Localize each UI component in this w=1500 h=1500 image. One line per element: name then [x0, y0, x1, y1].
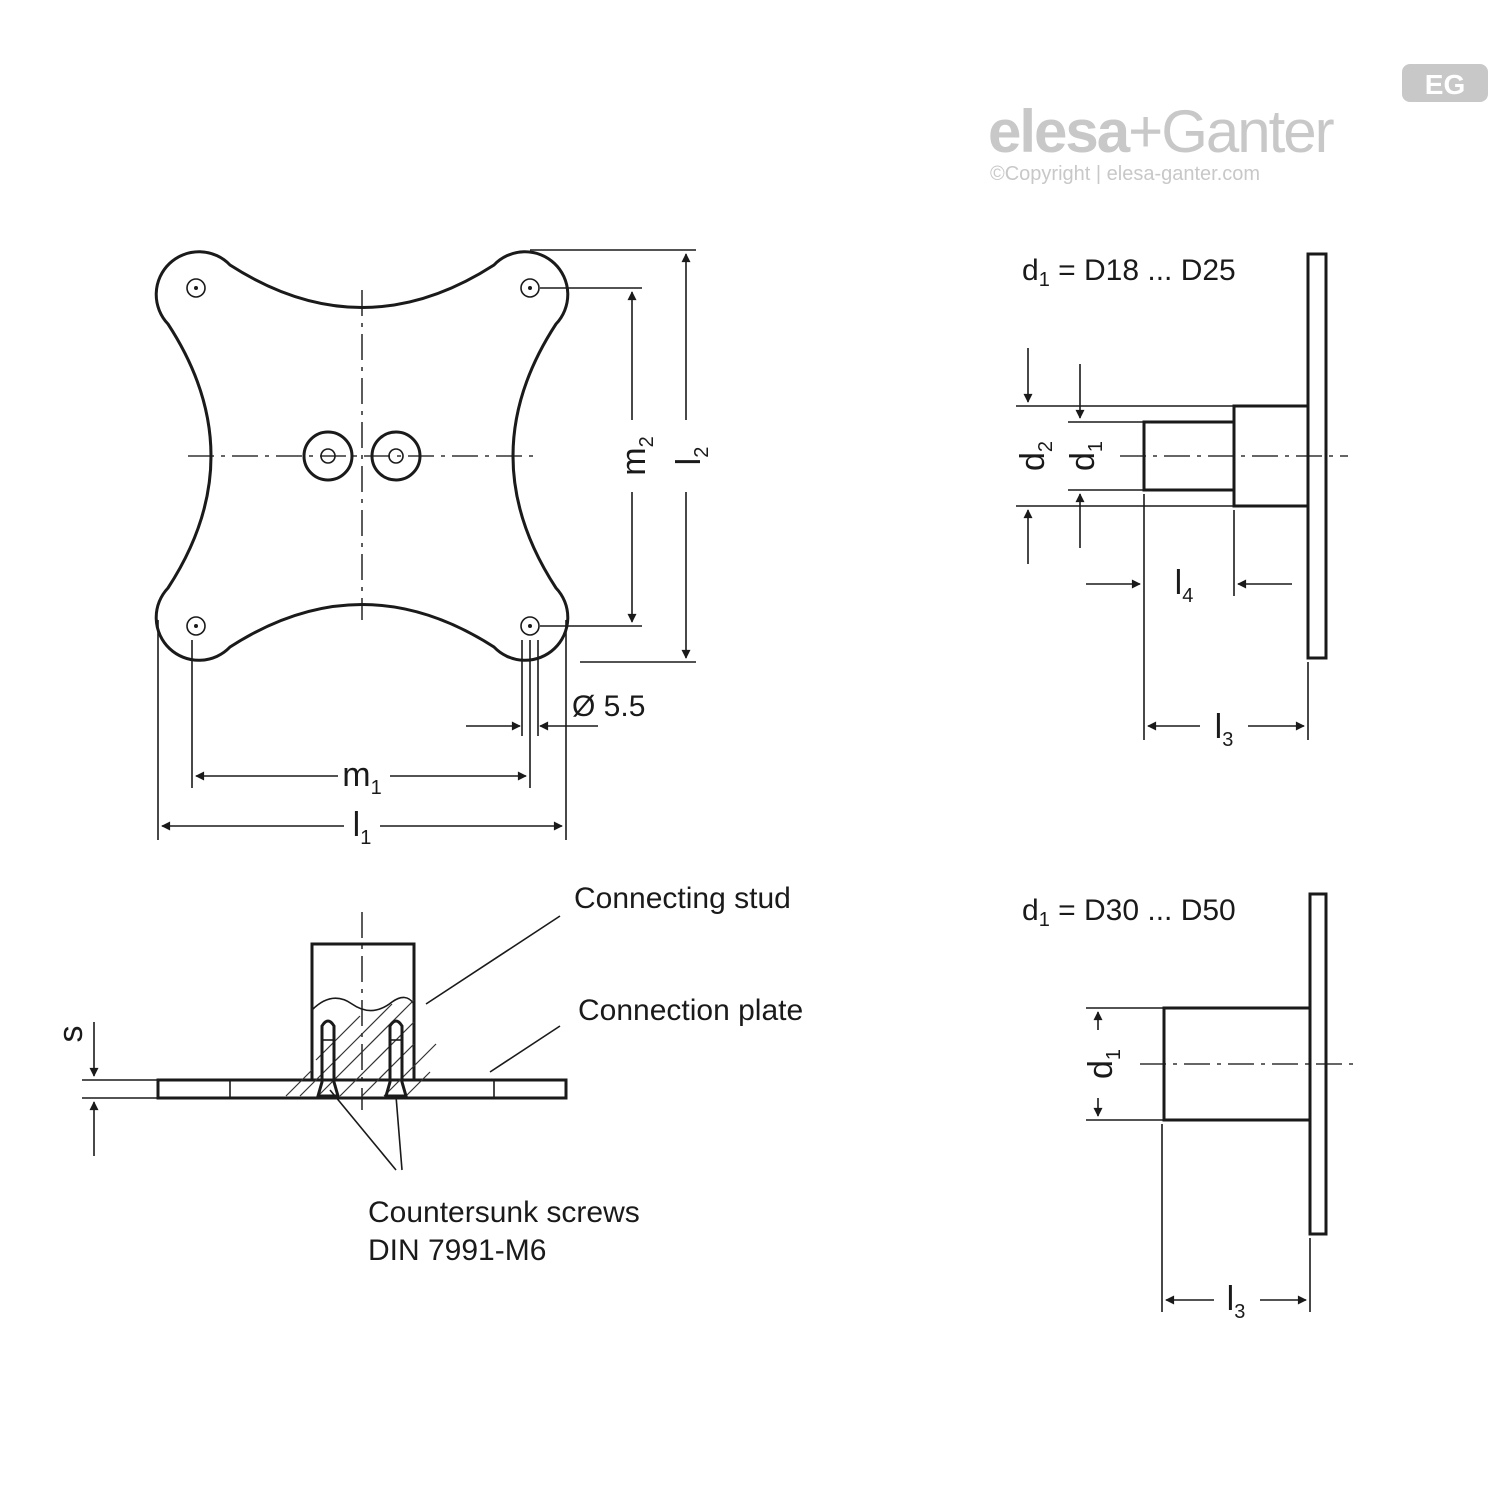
s-label: s: [52, 1026, 90, 1043]
side-view-small: d1 = D18 ... D25 d2 d1 l4 l3: [1014, 252, 1348, 751]
side-view-large: d1 = D30 ... D50 d1 l3: [1022, 892, 1354, 1323]
brand-name: elesa+Ganter: [988, 98, 1334, 165]
l3-label-small: l3: [1215, 708, 1234, 751]
center-countersunk-holes: [302, 430, 422, 482]
connection-plate: [156, 1078, 568, 1100]
connecting-stud-label: Connecting stud: [574, 882, 791, 915]
hole-diameter-label: Ø 5.5: [572, 690, 645, 723]
d1-label-small: d1: [1064, 441, 1107, 471]
countersunk-screws: [316, 1019, 408, 1098]
stud-shaft: [1142, 420, 1236, 492]
din-standard-label: DIN 7991-M6: [368, 1234, 546, 1267]
top-view: m2 l2 m1 l1 Ø 5.5: [154, 249, 713, 849]
d1-label-large: d1: [1082, 1049, 1125, 1079]
l1-label: l1: [353, 806, 372, 849]
range-label-large: d1 = D30 ... D50: [1022, 894, 1236, 931]
countersunk-screws-label: Countersunk screws: [368, 1196, 640, 1229]
l3-label-large: l3: [1227, 1280, 1246, 1323]
copyright-text: ©Copyright | elesa-ganter.com: [990, 163, 1260, 185]
connecting-stud: [310, 942, 416, 1080]
range-label-small: d1 = D18 ... D25: [1022, 254, 1236, 291]
corner-holes: [186, 278, 540, 636]
l2-label: l2: [670, 447, 713, 466]
m1-label: m1: [342, 756, 381, 799]
cross-plate-outline: [154, 250, 570, 662]
brand-logo: EG elesa+Ganter ©Copyright | elesa-gante…: [988, 64, 1488, 185]
connection-plate-label: Connection plate: [578, 994, 803, 1027]
m2-label: m2: [615, 436, 658, 475]
eg-badge-text: EG: [1425, 69, 1465, 100]
eg-badge: [1402, 64, 1488, 102]
l4-label: l4: [1175, 564, 1194, 607]
stud-body-large: [1162, 1006, 1312, 1122]
d2-label: d2: [1014, 441, 1057, 471]
section-view: s Connecting stud Connection plate Count…: [52, 882, 803, 1267]
